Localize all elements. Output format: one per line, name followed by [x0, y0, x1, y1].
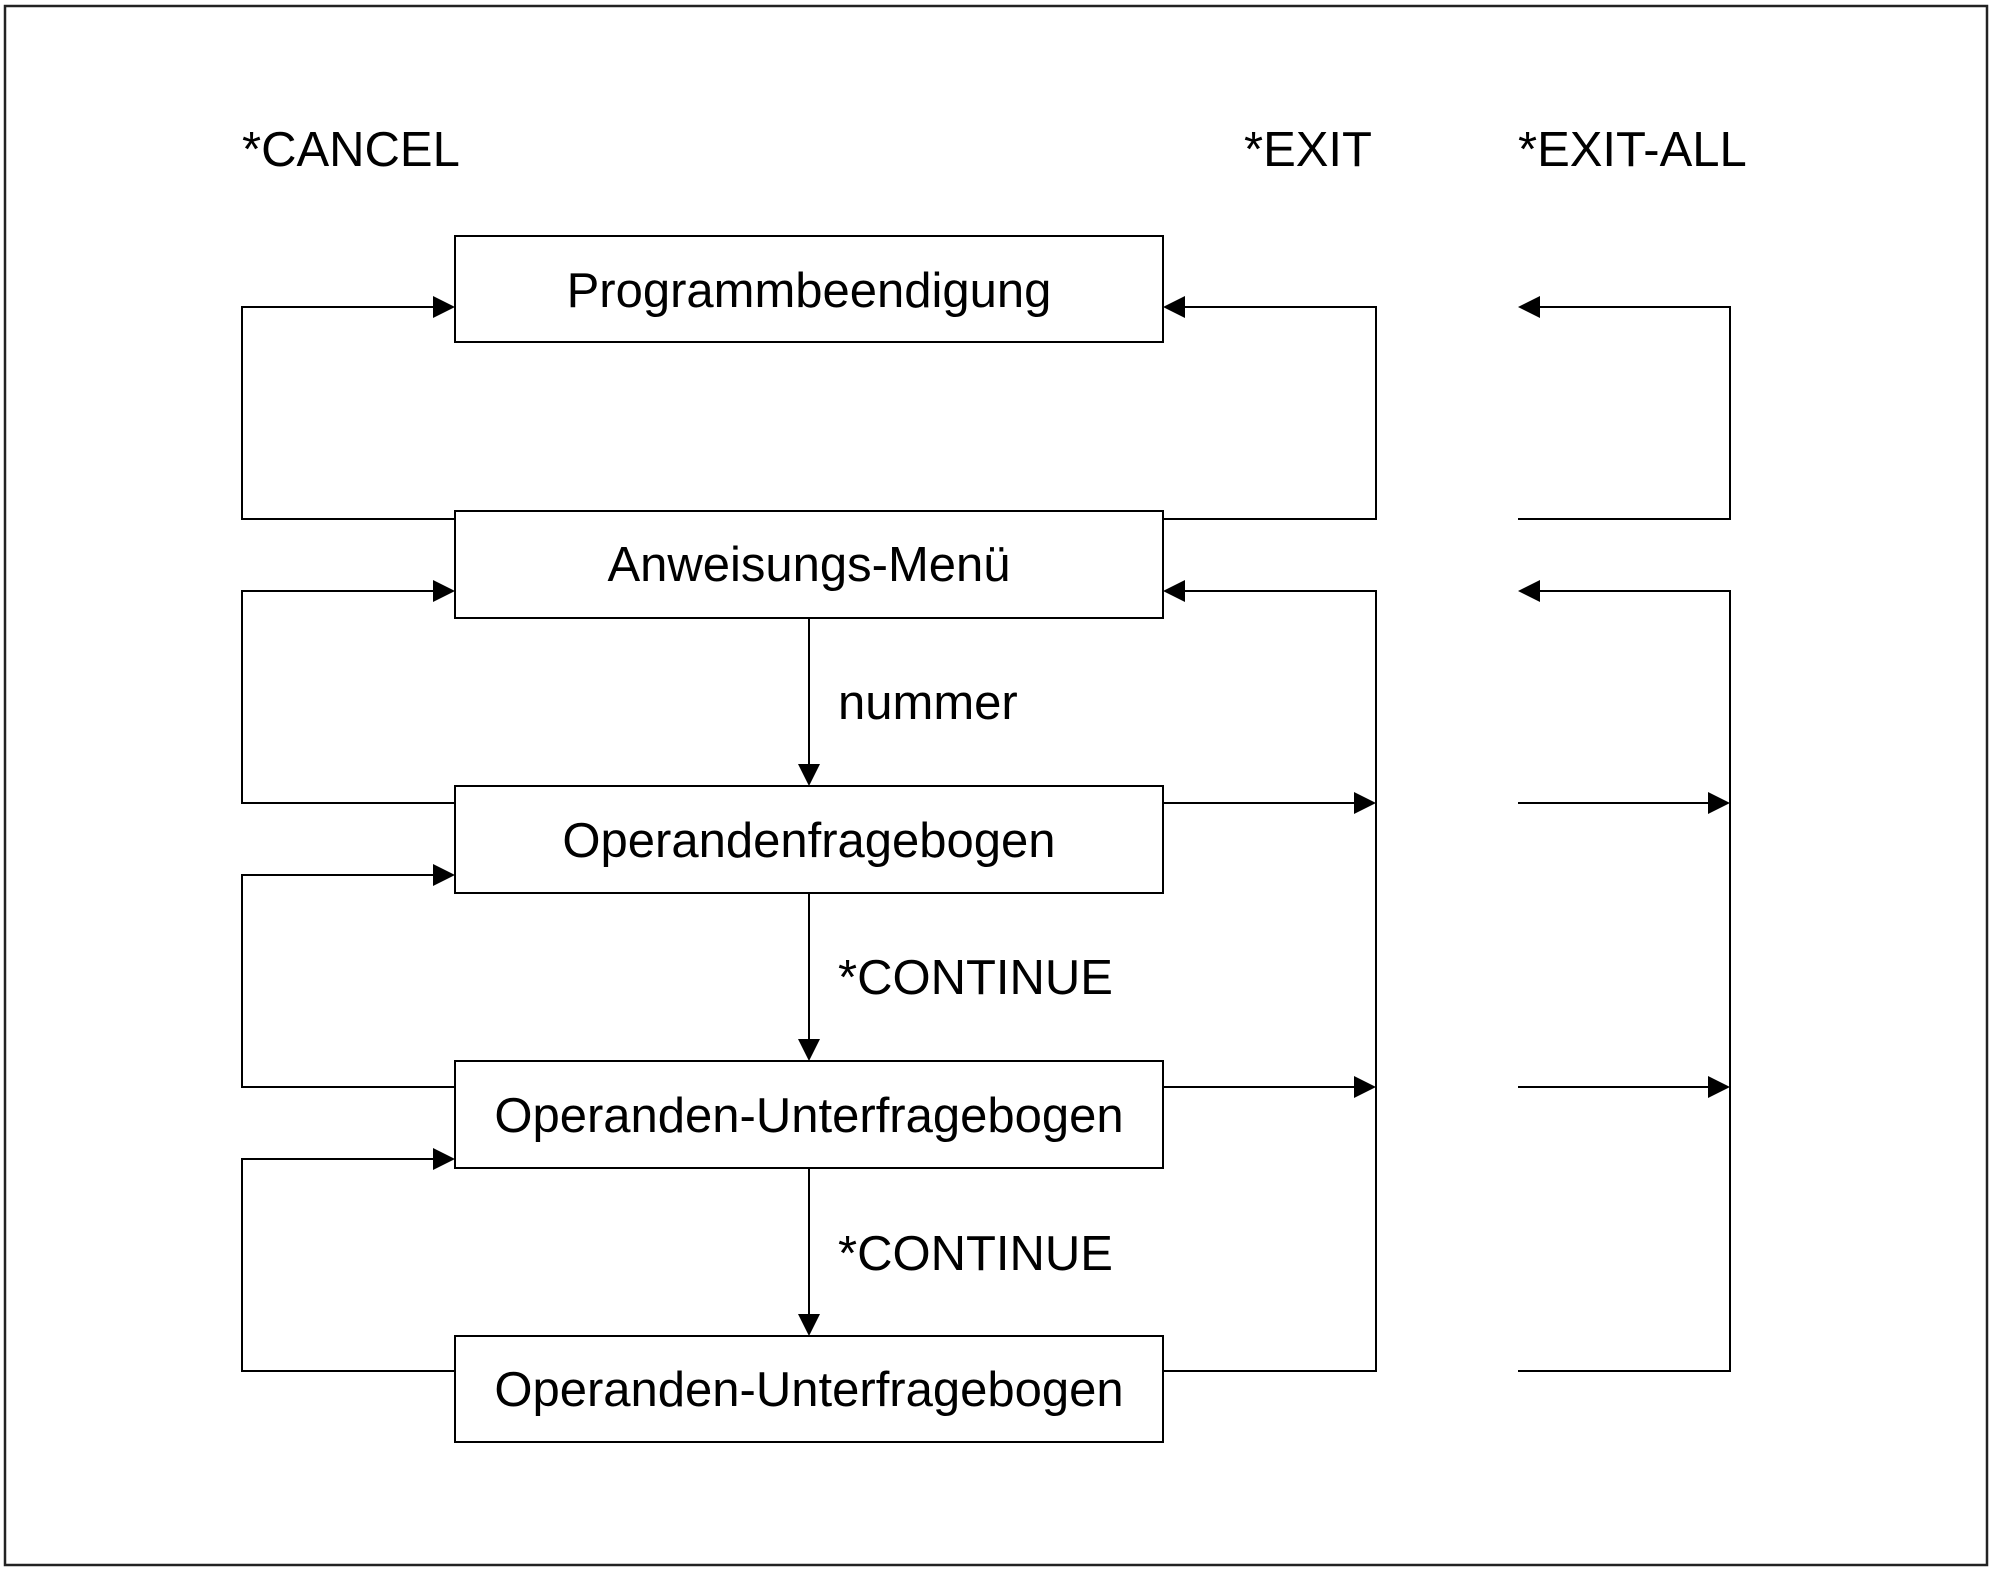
exit-arrowhead-2 [1163, 580, 1185, 602]
box-anweisungs-menu: Anweisungs-Menü [454, 510, 1164, 619]
forward-arrowhead-continue-2 [798, 1314, 820, 1336]
box-label-operanden-unterfragebogen-2: Operanden-Unterfragebogen [494, 1363, 1123, 1417]
box-label-anweisungs-menu: Anweisungs-Menü [607, 538, 1010, 592]
exit-join-arrowhead-2 [1354, 1076, 1376, 1098]
transition-label-continue-1: *CONTINUE [838, 951, 1113, 1005]
exit-join-2 [1163, 1076, 1376, 1098]
box-operanden-unterfragebogen-2: Operanden-Unterfragebogen [454, 1335, 1164, 1443]
exit-all-join-1 [1518, 792, 1730, 814]
forward-arrow-continue-2 [798, 1168, 820, 1336]
exit-column-label: *EXIT [1244, 123, 1372, 177]
cancel-column-label: *CANCEL [242, 123, 460, 177]
cancel-loop-1 [241, 296, 455, 520]
forward-arrowhead-continue-1 [798, 1039, 820, 1061]
transition-label-continue-2: *CONTINUE [838, 1227, 1113, 1281]
forward-arrow-continue-1 [798, 893, 820, 1061]
cancel-loop-3 [241, 864, 455, 1088]
box-label-programmbeendigung: Programmbeendigung [567, 264, 1052, 318]
exit-all-arrowhead-2 [1518, 580, 1540, 602]
exit-all-join-arrowhead-2 [1708, 1076, 1730, 1098]
exit-all-arrowhead-1 [1518, 296, 1540, 318]
box-label-operanden-unterfragebogen-1: Operanden-Unterfragebogen [494, 1089, 1123, 1143]
transition-label-nummer: nummer [838, 676, 1018, 730]
exit-all-loop-1 [1518, 296, 1731, 520]
forward-arrow-nummer [798, 618, 820, 786]
exit-join-1 [1163, 792, 1376, 814]
exit-all-join-arrowhead-1 [1708, 792, 1730, 814]
exit-arrowhead-1 [1163, 296, 1185, 318]
exit-all-column-label: *EXIT-ALL [1518, 123, 1747, 177]
cancel-arrowhead-1 [433, 296, 455, 318]
box-operandenfragebogen: Operandenfragebogen [454, 785, 1164, 894]
cancel-arrowhead-2 [433, 580, 455, 602]
cancel-loop-2 [241, 580, 455, 804]
forward-arrowhead-nummer [798, 764, 820, 786]
exit-loop-2 [1163, 580, 1377, 1372]
cancel-arrowhead-3 [433, 864, 455, 886]
exit-all-loop-2 [1518, 580, 1731, 1372]
cancel-arrowhead-4 [433, 1148, 455, 1170]
exit-loop-1 [1163, 296, 1377, 520]
box-operanden-unterfragebogen-1: Operanden-Unterfragebogen [454, 1060, 1164, 1169]
exit-all-join-2 [1518, 1076, 1730, 1098]
diagram-frame [3, 4, 1989, 1567]
cancel-loop-4 [241, 1148, 455, 1372]
box-label-operandenfragebogen: Operandenfragebogen [562, 814, 1055, 868]
box-programmbeendigung: Programmbeendigung [454, 235, 1164, 343]
exit-join-arrowhead-1 [1354, 792, 1376, 814]
